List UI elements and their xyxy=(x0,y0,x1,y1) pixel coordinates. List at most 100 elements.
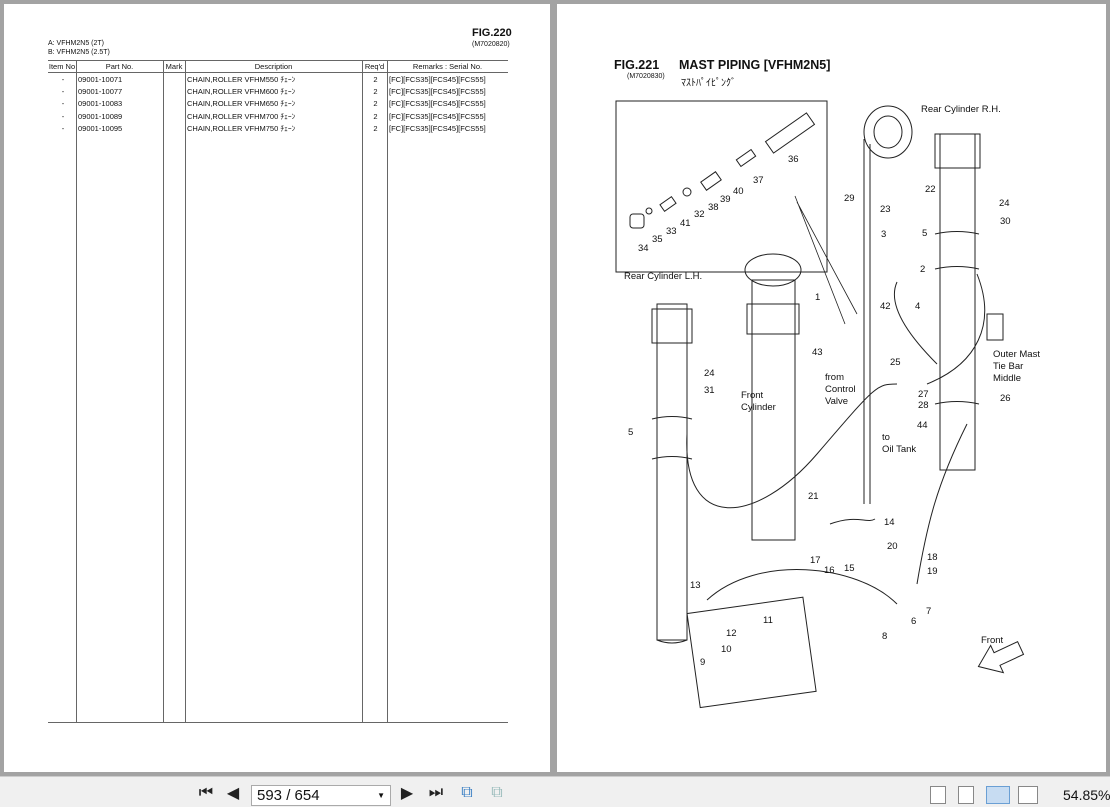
part-callout: 9 xyxy=(700,657,706,668)
part-callout: 36 xyxy=(788,154,799,165)
mast-piping-diagram xyxy=(615,100,1025,709)
part-callout: 19 xyxy=(927,566,938,577)
part-callout: 30 xyxy=(1000,216,1011,227)
col-description: Description xyxy=(185,60,362,73)
table-cell: 09001-10095 xyxy=(78,124,123,134)
col-item-no: Item No xyxy=(48,60,76,73)
figure-title-jp: ﾏｽﾄﾊﾟｲﾋﾟﾝｸﾞ xyxy=(681,78,736,89)
book-view-button[interactable] xyxy=(1018,786,1038,804)
part-callout: 7 xyxy=(926,606,932,617)
table-cell: - xyxy=(61,74,65,84)
table-cell: - xyxy=(61,86,65,96)
table-bottom-rule xyxy=(48,722,508,723)
table-cell: 09001-10077 xyxy=(78,86,123,96)
table-cell: 2 xyxy=(373,86,378,96)
part-callout: 2 xyxy=(920,264,926,275)
part-callout: 17 xyxy=(810,555,821,566)
part-callout: 23 xyxy=(880,204,891,215)
part-callout: 43 xyxy=(812,347,823,358)
part-callout: 14 xyxy=(884,517,895,528)
table-cell: - xyxy=(61,111,65,121)
part-callout: 44 xyxy=(917,420,928,431)
part-callout: 10 xyxy=(721,644,732,655)
tie-bar xyxy=(986,313,1004,341)
part-callout: 3 xyxy=(881,229,887,240)
zoom-level[interactable]: 54.85% xyxy=(1063,787,1110,803)
detail-inset-box xyxy=(615,100,828,273)
table-cell: - xyxy=(61,124,65,134)
table-cell: 2 xyxy=(373,74,378,84)
part-callout: 28 xyxy=(918,400,929,411)
part-callout: 41 xyxy=(680,218,691,229)
figure-title: MAST PIPING [VFHM2N5] xyxy=(679,58,831,72)
rear-cylinder-rh xyxy=(934,133,981,471)
label-from-control-valve: Control xyxy=(825,384,856,395)
page-number-input[interactable]: 593 / 654 ▼ xyxy=(251,785,391,806)
column-divider xyxy=(362,60,363,723)
part-callout: 42 xyxy=(880,301,891,312)
table-cell xyxy=(163,98,185,111)
front-arrow-icon xyxy=(977,641,1025,674)
table-cell: [FC][FCS35][FCS45][FCS55] xyxy=(389,86,486,96)
table-cell: 09001-10089 xyxy=(78,111,123,121)
column-divider xyxy=(163,60,164,723)
part-callout: 4 xyxy=(915,301,921,312)
table-cell: 2 xyxy=(373,124,378,134)
table-row: - 09001-10095 CHAIN,ROLLER VFHM750 ﾁｪｰﾝ 2 [F… xyxy=(48,123,508,136)
rotate-previous-icon[interactable]: ⧉ xyxy=(461,784,473,801)
column-divider xyxy=(387,60,388,723)
table-cell xyxy=(163,73,185,86)
continuous-view-button[interactable] xyxy=(958,786,974,804)
part-callout: 37 xyxy=(753,175,764,186)
col-mark: Mark xyxy=(163,60,185,73)
previous-page-button[interactable]: ◀ xyxy=(226,785,240,802)
table-cell: [FC][FCS35][FCS45][FCS55] xyxy=(389,99,486,109)
col-remarks: Remarks : Serial No. xyxy=(387,60,508,73)
first-page-button[interactable]: ⏮ xyxy=(198,784,214,801)
part-callout: 15 xyxy=(844,563,855,574)
part-callout: 35 xyxy=(652,234,663,245)
part-callout: 13 xyxy=(690,580,701,591)
chain-pulley xyxy=(863,105,913,504)
part-callout: 33 xyxy=(666,226,677,237)
last-page-button[interactable]: ⏭ xyxy=(428,784,444,801)
detail-inset-box-2 xyxy=(686,596,817,709)
figure-code: (M7020820) xyxy=(472,41,510,48)
table-cell: CHAIN,ROLLER VFHM750 ﾁｪｰﾝ xyxy=(187,124,296,134)
table-cell: CHAIN,ROLLER VFHM700 ﾁｪｰﾝ xyxy=(187,111,296,121)
detail-fitting-parts xyxy=(629,112,816,229)
rotate-next-icon[interactable]: ⧉ xyxy=(491,784,503,801)
facing-view-button[interactable] xyxy=(986,786,1010,804)
model-a: A: VFHM2N5 (2T) xyxy=(48,40,105,47)
label-rear-cylinder-lh: Rear Cylinder L.H. xyxy=(624,271,703,282)
table-cell: [FC][FCS35][FCS45][FCS55] xyxy=(389,124,486,134)
label-from-control-valve: from xyxy=(825,372,844,383)
table-cell: - xyxy=(61,99,65,109)
label-to-oil-tank: to xyxy=(882,432,890,443)
label-tie-bar: Tie Bar xyxy=(993,361,1024,372)
model-b: B: VFHM2N5 (2.5T) xyxy=(48,49,110,56)
pdf-page-right: FIG.221 MAST PIPING [VFHM2N5] (M7020830)… xyxy=(557,4,1106,772)
part-callout: 8 xyxy=(882,631,888,642)
viewer-toolbar: ⏮ ◀ 593 / 654 ▼ ▶ ⏭ ⧉ ⧉ 54.85% xyxy=(0,776,1110,807)
part-callout: 34 xyxy=(638,243,649,254)
part-callout: 24 xyxy=(704,368,715,379)
page-number-value: 593 / 654 xyxy=(257,787,320,804)
part-callout: 11 xyxy=(763,615,773,626)
part-callout: 6 xyxy=(911,616,917,627)
part-callout: 29 xyxy=(844,193,855,204)
col-reqd: Req'd xyxy=(362,60,387,73)
figure-code: (M7020830) xyxy=(627,73,665,80)
chevron-down-icon[interactable]: ▼ xyxy=(377,791,385,800)
col-part-no: Part No. xyxy=(76,60,163,73)
inset-leader-lines xyxy=(794,195,858,325)
single-page-view-button[interactable] xyxy=(930,786,946,804)
next-page-button[interactable]: ▶ xyxy=(400,785,414,802)
table-cell xyxy=(163,110,185,123)
column-divider xyxy=(76,60,77,723)
label-rear-cylinder-rh: Rear Cylinder R.H. xyxy=(921,104,1001,115)
label-to-oil-tank: Oil Tank xyxy=(882,444,917,455)
